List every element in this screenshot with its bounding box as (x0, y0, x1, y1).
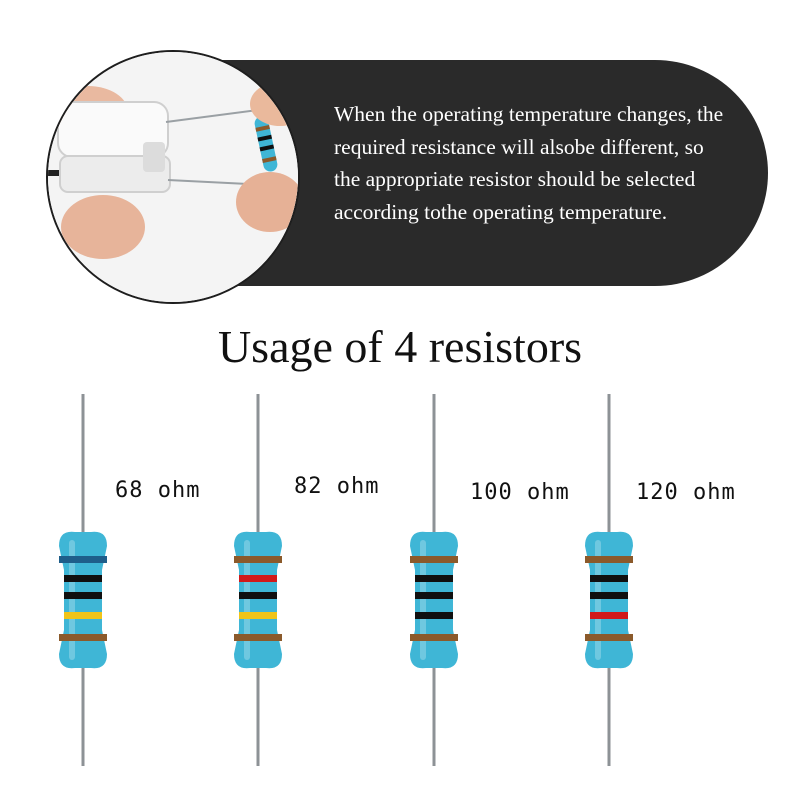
resistor-2-band-5 (234, 634, 282, 641)
resistor-1-band-2 (64, 575, 102, 582)
resistor-1-highlight (69, 540, 75, 660)
resistor-3-band-3 (415, 592, 453, 599)
resistor-2-band-4 (239, 612, 277, 619)
resistor-4-highlight (595, 540, 601, 660)
resistor-3-band-1 (410, 556, 458, 563)
resistor-1-label: 68 ohm (115, 478, 201, 503)
resistor-4-band-4 (590, 612, 628, 619)
resistor-1-band-3 (64, 592, 102, 599)
resistor-2-band-2 (239, 575, 277, 582)
resistor-3 (410, 394, 458, 766)
resistor-3-body (410, 531, 458, 669)
resistor-3-band-5 (410, 634, 458, 641)
resistor-3-band-2 (415, 575, 453, 582)
resistor-4-band-2 (590, 575, 628, 582)
resistor-3-highlight (420, 540, 426, 660)
resistor-2-highlight (244, 540, 250, 660)
resistor-4-body (585, 531, 633, 669)
description-text: When the operating temperature changes, … (334, 102, 724, 224)
resistor-1-band-5 (59, 634, 107, 641)
resistor-4-label: 120 ohm (636, 480, 736, 505)
resistor-row (59, 394, 633, 766)
resistor-4 (585, 394, 633, 766)
resistor-3-band-4 (415, 612, 453, 619)
resistor-3-label: 100 ohm (470, 480, 570, 505)
resistor-4-band-3 (590, 592, 628, 599)
resistor-1-band-1 (59, 556, 107, 563)
resistor-1 (59, 394, 107, 766)
resistor-2-label: 82 ohm (294, 474, 380, 499)
resistor-2-band-1 (234, 556, 282, 563)
resistor-4-band-5 (585, 634, 633, 641)
resistor-in-connector-photo (46, 50, 300, 304)
resistor-1-band-4 (64, 612, 102, 619)
section-title: Usage of 4 resistors (217, 321, 583, 372)
resistor-2-body (234, 531, 282, 669)
resistor-4-band-1 (585, 556, 633, 563)
resistor-2-band-3 (239, 592, 277, 599)
resistor-1-body (59, 531, 107, 669)
resistor-2 (234, 394, 282, 766)
connector-illustration (48, 52, 298, 302)
